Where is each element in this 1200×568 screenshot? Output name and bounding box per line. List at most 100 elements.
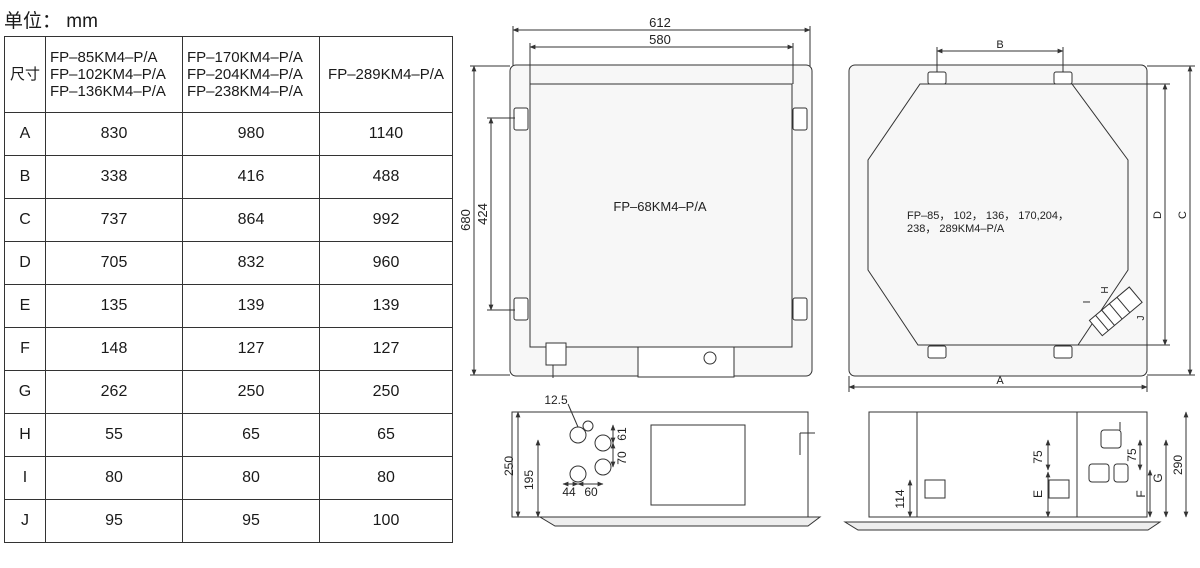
hanger-bracket	[513, 297, 529, 321]
hanger-bracket	[513, 107, 529, 131]
dim-key: C	[4, 198, 46, 242]
pipe-port	[582, 420, 594, 432]
dim-70: 70	[615, 451, 629, 465]
panel-side	[843, 521, 1162, 531]
hanger-bracket	[792, 107, 808, 131]
hanger-bracket	[1053, 345, 1073, 359]
dim-value: 65	[319, 413, 453, 457]
table-header-row: 尺寸 FP–85KM4–P/A FP–102KM4–P/A FP–136KM4–…	[4, 36, 453, 113]
side-view-small-unit	[511, 403, 822, 527]
dim-value: 250	[182, 370, 320, 414]
dim-680: 680	[458, 209, 473, 231]
dim-key: J	[4, 499, 46, 543]
dim-value: 80	[182, 456, 320, 500]
pipe-valve	[1100, 429, 1122, 449]
dim-value: 135	[45, 284, 183, 328]
dim-12-5: 12.5	[544, 393, 568, 407]
dim-424: 424	[475, 203, 490, 225]
access-window	[650, 424, 746, 506]
drain-fitting	[1048, 479, 1070, 499]
dim-key: H	[4, 413, 46, 457]
dim-f: F	[1134, 490, 1148, 497]
model-name: FP–170KM4–P/A	[187, 49, 303, 66]
pipe-port	[594, 434, 612, 452]
dim-i: I	[1082, 301, 1093, 304]
pipe-valve	[1088, 463, 1110, 483]
dim-value: 338	[45, 155, 183, 199]
dim-value: 100	[319, 499, 453, 543]
dim-key: A	[4, 112, 46, 156]
dim-d: D	[1152, 211, 1164, 219]
unit-side-body	[511, 411, 809, 518]
pipe-port	[569, 465, 587, 483]
dim-e: E	[1031, 490, 1045, 498]
table-corner-header: 尺寸	[4, 36, 46, 113]
model-name: FP–289KM4–P/A	[328, 66, 444, 83]
top-view-small-unit	[470, 26, 813, 378]
dim-c: C	[1177, 211, 1189, 219]
pipe-port	[594, 458, 612, 476]
dim-value: 139	[182, 284, 320, 328]
dim-value: 992	[319, 198, 453, 242]
dim-key: I	[4, 456, 46, 500]
dim-250: 250	[502, 456, 516, 476]
electric-box	[637, 346, 735, 378]
unit-value: mm	[66, 11, 98, 32]
drain-port	[703, 351, 717, 365]
hanger-bracket	[1053, 71, 1073, 85]
dim-value: 980	[182, 112, 320, 156]
hanger-bracket	[927, 345, 947, 359]
model-name: FP–85KM4–P/A	[50, 49, 158, 66]
drain-fitting	[924, 479, 946, 499]
dim-key: B	[4, 155, 46, 199]
dim-value: 488	[319, 155, 453, 199]
model-name: FP–102KM4–P/A	[50, 66, 166, 83]
hanger-bracket	[792, 297, 808, 321]
panel-outline	[509, 64, 813, 377]
dim-44: 44	[562, 485, 576, 499]
dim-value: 250	[319, 370, 453, 414]
model-name: FP–136KM4–P/A	[50, 83, 166, 100]
dim-value: 864	[182, 198, 320, 242]
dim-195: 195	[522, 470, 536, 490]
dim-value: 262	[45, 370, 183, 414]
dim-value: 127	[182, 327, 320, 371]
dim-key: E	[4, 284, 46, 328]
dim-j: J	[1136, 316, 1147, 321]
dim-114: 114	[893, 489, 907, 508]
dim-60: 60	[584, 485, 598, 499]
dim-value: 127	[319, 327, 453, 371]
dim-value: 95	[45, 499, 183, 543]
pipe-port	[569, 426, 587, 444]
dim-a: A	[996, 375, 1004, 387]
dim-h: H	[1100, 286, 1111, 293]
unit-label: 单位：	[4, 11, 62, 32]
panel-side	[538, 516, 822, 527]
top-view-large-unit	[848, 47, 1195, 392]
model-name: FP–204KM4–P/A	[187, 66, 303, 83]
unit-side-body	[868, 411, 1148, 518]
pipe-valve	[1113, 463, 1129, 483]
dim-b: B	[996, 39, 1003, 51]
dimension-table: 尺寸 FP–85KM4–P/A FP–102KM4–P/A FP–136KM4–…	[4, 36, 453, 543]
column-header-2: FP–170KM4–P/A FP–204KM4–P/A FP–238KM4–P/…	[182, 36, 320, 113]
column-header-1: FP–85KM4–P/A FP–102KM4–P/A FP–136KM4–P/A	[45, 36, 183, 113]
unit-caption: 单位： mm	[4, 6, 98, 33]
model-name: FP–238KM4–P/A	[187, 83, 303, 100]
dim-value: 1140	[319, 112, 453, 156]
dim-612: 612	[649, 15, 671, 30]
model-label-large-2: 238， 289KM4–P/A	[907, 223, 1005, 235]
dim-290: 290	[1171, 455, 1185, 475]
dim-580: 580	[649, 32, 671, 47]
dim-g: G	[1151, 473, 1165, 482]
dim-value: 705	[45, 241, 183, 285]
pipe-connection-block	[1088, 286, 1143, 337]
hanger-bracket	[927, 71, 947, 85]
model-label-large-1: FP–85， 102， 136， 170,204，	[907, 210, 1069, 222]
